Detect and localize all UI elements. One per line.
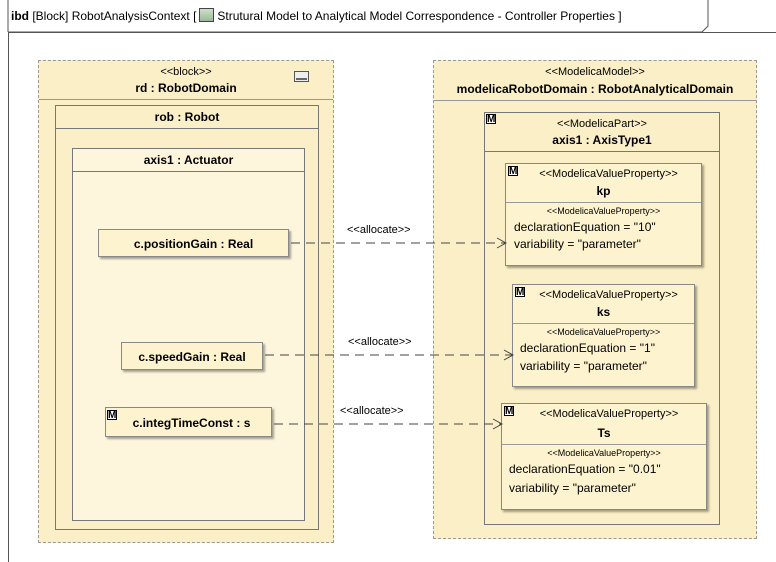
prop-separator <box>502 444 706 445</box>
allocate-label-1: <<allocate>> <box>347 224 411 236</box>
prop-stereotype: <<ModelicaValueProperty>> <box>539 408 679 420</box>
prop-separator <box>513 323 694 324</box>
allocate-label-2: <<allocate>> <box>348 336 412 348</box>
position-gain-property[interactable]: c.positionGain : Real <box>98 229 289 257</box>
prop-equation: declarationEquation = "0.01" <box>509 462 661 476</box>
modelica-marker-icon: M <box>515 287 525 298</box>
inner-part-separator <box>73 171 304 172</box>
prop-name: kp <box>596 184 611 198</box>
prop-variability: variability = "parameter" <box>509 481 636 495</box>
part-stereotype: <<ModelicaPart>> <box>557 118 647 130</box>
ts-property[interactable]: M <<ModelicaValueProperty>> Ts <<Modelic… <box>501 403 707 510</box>
allocate-arrow-1 <box>496 237 508 249</box>
property-label: c.speedGain : Real <box>138 350 246 364</box>
speed-gain-property[interactable]: c.speedGain : Real <box>121 342 263 370</box>
block-ref: [Block] RobotAnalysisContext [ <box>32 9 197 23</box>
block-separator <box>39 99 333 100</box>
integ-time-const-property[interactable]: M c.integTimeConst : s <box>105 407 272 437</box>
modelica-marker-icon: M <box>107 410 117 421</box>
header-tab-outline <box>7 0 709 33</box>
prop-stereotype: <<ModelicaValueProperty>> <box>539 168 678 180</box>
prop-name: Ts <box>597 426 611 440</box>
allocate-label-3: <<allocate>> <box>340 405 404 417</box>
prop-equation: declarationEquation = "10" <box>514 220 656 234</box>
prop-small-stereotype: <<ModelicaValueProperty>> <box>546 327 661 337</box>
robot-domain-block[interactable]: <<block>> rd : RobotDomain rob : Robot a… <box>38 60 334 543</box>
property-label: c.positionGain : Real <box>133 237 254 251</box>
part-name: rob : Robot <box>154 110 220 124</box>
inner-part-name: axis1 : Actuator <box>143 153 234 167</box>
package-icon <box>199 8 215 22</box>
allocate-arrow-2 <box>503 349 515 361</box>
block-stereotype: <<ModelicaModel>> <box>545 66 645 78</box>
part-separator <box>485 151 719 152</box>
prop-stereotype: <<ModelicaValueProperty>> <box>539 289 678 301</box>
ks-property[interactable]: M <<ModelicaValueProperty>> ks <<Modelic… <box>512 284 695 387</box>
prop-variability: variability = "parameter" <box>520 359 647 373</box>
diagram-kind: ibd <box>11 9 29 23</box>
prop-equation: declarationEquation = "1" <box>520 341 655 355</box>
rectangle-icon <box>294 71 309 82</box>
allocate-arrow-3 <box>492 418 504 430</box>
modelica-marker-icon: M <box>504 406 514 417</box>
prop-variability: variability = "parameter" <box>514 237 641 251</box>
part-separator <box>56 128 318 129</box>
prop-small-stereotype: <<ModelicaValueProperty>> <box>547 448 661 458</box>
modelica-marker-icon: M <box>486 114 496 125</box>
frame-border-left <box>8 33 9 562</box>
diagram-title: Strutural Model to Analytical Model Corr… <box>217 9 622 23</box>
kp-property[interactable]: M <<ModelicaValueProperty>> kp <<Modelic… <box>505 163 702 266</box>
block-stereotype: <<block>> <box>160 66 212 78</box>
diagram-header: ibd [Block] RobotAnalysisContext [ Strutu… <box>11 8 622 23</box>
block-name: modelicaRobotDomain : RobotAnalyticalDom… <box>456 82 734 96</box>
block-separator <box>434 100 756 101</box>
modelica-marker-icon: M <box>508 166 518 177</box>
prop-small-stereotype: <<ModelicaValueProperty>> <box>546 206 661 216</box>
block-name: rd : RobotDomain <box>135 81 237 95</box>
rob-robot-part[interactable]: rob : Robot axis1 : Actuator <box>55 105 319 530</box>
prop-name: ks <box>596 305 611 319</box>
prop-separator <box>506 202 701 203</box>
axis1-actuator-part[interactable]: axis1 : Actuator <box>72 148 305 521</box>
part-name: axis1 : AxisType1 <box>552 133 652 147</box>
property-label: c.integTimeConst : s <box>132 416 251 430</box>
